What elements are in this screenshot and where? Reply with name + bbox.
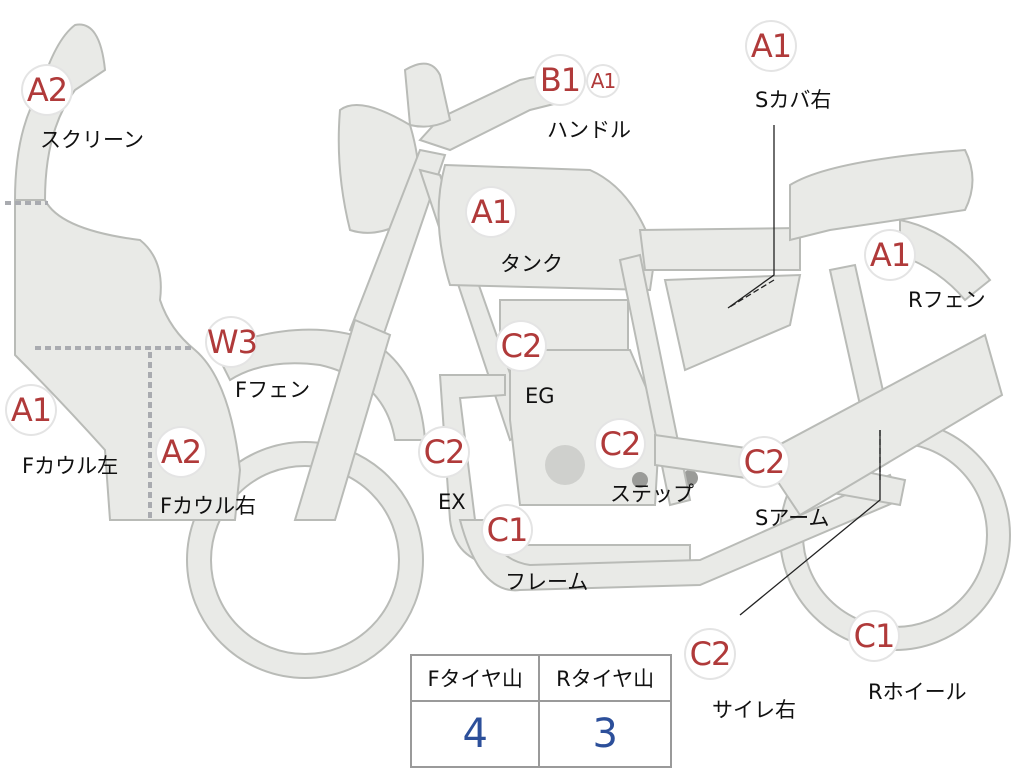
front-tire-header: Fタイヤ山 (409, 654, 541, 702)
badge-front-cowl-left: A1 (7, 386, 55, 434)
badge-front-fender: W3 (207, 318, 258, 366)
footpeg-left (632, 472, 648, 488)
badge-handle: B1 (536, 56, 584, 104)
badge-rear-wheel: C1 (850, 612, 898, 660)
label-swing-arm: Sアーム (755, 506, 830, 530)
badge-handle-sub: A1 (588, 66, 618, 96)
silencer (758, 333, 1004, 517)
label-exhaust: EX (438, 490, 466, 514)
fork-lower (293, 318, 392, 521)
label-frame: フレーム (505, 570, 589, 594)
rear-tire-header: Rタイヤ山 (538, 654, 672, 702)
rear-fender (899, 218, 992, 302)
label-scover-right: Sカバ右 (755, 88, 832, 112)
badge-rear-fender: A1 (866, 231, 914, 279)
badge-front-cowl-right: A2 (157, 428, 205, 476)
side-cover (663, 273, 802, 372)
label-rear-wheel: Rホイール (868, 680, 967, 704)
leader-scover (727, 125, 775, 309)
label-rear-fender: Rフェン (908, 288, 986, 312)
tire-tread-table: Fタイヤ山 Rタイヤ山 4 3 (409, 654, 672, 768)
front-wheel-hub (210, 465, 400, 655)
badge-scover-right: A1 (747, 22, 795, 70)
label-silencer-right: サイレ右 (712, 698, 796, 722)
label-step: ステップ (610, 482, 694, 506)
badge-exhaust: C2 (420, 428, 468, 476)
label-front-fender: Fフェン (235, 378, 311, 402)
seat-front (638, 226, 801, 271)
rear-shock (828, 263, 887, 407)
badge-step: C2 (596, 420, 644, 468)
label-front-cowl-left: Fカウル左 (22, 454, 119, 478)
badge-frame: C1 (483, 506, 531, 554)
seat-rear (789, 148, 974, 242)
label-front-cowl-right: Fカウル右 (160, 494, 257, 518)
engine-cover (545, 445, 585, 485)
badge-silencer-right: C2 (686, 630, 734, 678)
rear-tire-value: 3 (538, 700, 672, 768)
screen (13, 23, 107, 201)
label-screen: スクリーン (40, 128, 144, 152)
label-handle: ハンドル (547, 118, 631, 142)
mirror (403, 62, 452, 128)
badge-tank: A1 (467, 188, 515, 236)
tire-table-header-row: Fタイヤ山 Rタイヤ山 (409, 654, 672, 702)
front-tire-value: 4 (409, 700, 541, 768)
tire-table-value-row: 4 3 (409, 700, 672, 768)
badge-swing-arm: C2 (740, 438, 788, 486)
badge-screen: A2 (23, 66, 71, 114)
label-tank: タンク (500, 252, 563, 276)
badge-engine: C2 (497, 322, 545, 370)
label-engine: EG (525, 384, 555, 408)
